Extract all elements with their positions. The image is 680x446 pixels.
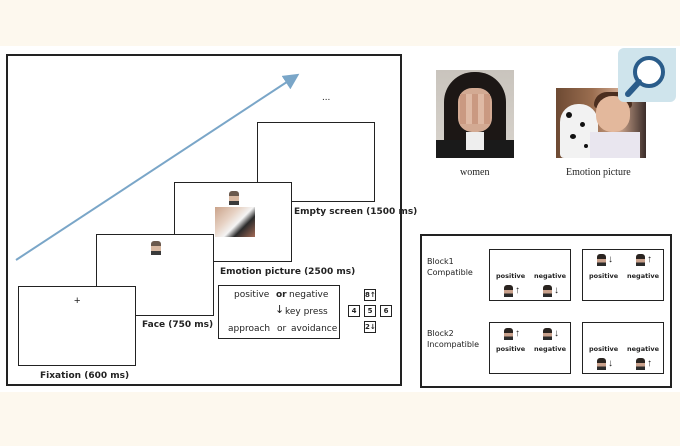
up-arrow-icon: ↑ — [515, 328, 520, 339]
up-arrow-icon: ↑ — [515, 285, 520, 296]
women-photo — [436, 70, 514, 158]
avoidance-word: avoidance — [291, 324, 338, 334]
face-thumbnail — [229, 191, 239, 205]
down-arrow-icon: ↓ — [554, 285, 559, 296]
women-caption: women — [460, 167, 490, 178]
up-arrow-icon: ↑ — [647, 254, 652, 265]
up-arrow-icon: ↑ — [647, 358, 652, 369]
down-arrow-icon: ↓ — [608, 358, 613, 369]
face-icon — [504, 328, 513, 340]
positive-word: positive — [589, 272, 619, 280]
response-box: positive or negative ↓ key press approac… — [218, 285, 340, 339]
face-thumbnail — [151, 241, 161, 255]
block2-panel-b: positive negative ↓ ↑ — [582, 322, 664, 374]
face-icon — [597, 358, 606, 370]
positive-word: positive — [496, 272, 526, 280]
face-label: Face (750 ms) — [142, 320, 214, 330]
emotion-picture-caption: Emotion picture — [566, 167, 631, 178]
block1-panel-a: positive negative ↑ ↓ — [489, 249, 571, 301]
negative-word: negative — [627, 345, 660, 353]
positive-word: positive — [496, 345, 526, 353]
key-8-up: 8↑ — [364, 289, 376, 301]
magnifier-icon — [625, 56, 665, 97]
fixation-cross: + — [74, 295, 81, 307]
face-icon — [636, 358, 645, 370]
negative-word: negative — [534, 345, 567, 353]
face-icon — [543, 285, 552, 297]
down-arrow-icon: ↓ — [275, 303, 285, 316]
down-arrow-icon: ↓ — [554, 328, 559, 339]
empty-screen-label: Empty screen (1500 ms) — [294, 207, 418, 217]
fixation-screen: + — [18, 286, 136, 366]
fixation-label: Fixation (600 ms) — [40, 371, 130, 381]
key-4: 4 — [348, 305, 360, 317]
face-icon — [543, 328, 552, 340]
emotion-picture-label: Emotion picture (2500 ms) — [220, 267, 356, 277]
block2-panel-a: ↑ ↓ positive negative — [489, 322, 571, 374]
face-icon — [504, 285, 513, 297]
key-press-text: key press — [285, 307, 328, 317]
key-2-down: 2↓ — [364, 321, 376, 333]
positive-word: positive — [234, 290, 270, 300]
face-icon — [597, 254, 606, 266]
approach-word: approach — [228, 324, 271, 334]
timeline-arrow — [15, 73, 300, 261]
block1-panel-b: ↓ ↑ positive negative — [582, 249, 664, 301]
negative-word: negative — [534, 272, 567, 280]
key-5: 5 — [364, 305, 376, 317]
positive-word: positive — [589, 345, 619, 353]
key-6: 6 — [380, 305, 392, 317]
block1-label: Block1 Compatible — [427, 257, 473, 277]
negative-word: negative — [627, 272, 660, 280]
zoom-button[interactable] — [618, 48, 676, 102]
face-icon — [636, 254, 645, 266]
negative-word: negative — [289, 290, 329, 300]
block2-label: Block2 Incompatible — [427, 329, 480, 349]
emotion-thumbnail — [215, 207, 255, 237]
ellipsis: ... — [322, 92, 331, 103]
or-word: or — [276, 290, 287, 300]
or-word-2: or — [277, 324, 287, 334]
down-arrow-icon: ↓ — [608, 254, 613, 265]
